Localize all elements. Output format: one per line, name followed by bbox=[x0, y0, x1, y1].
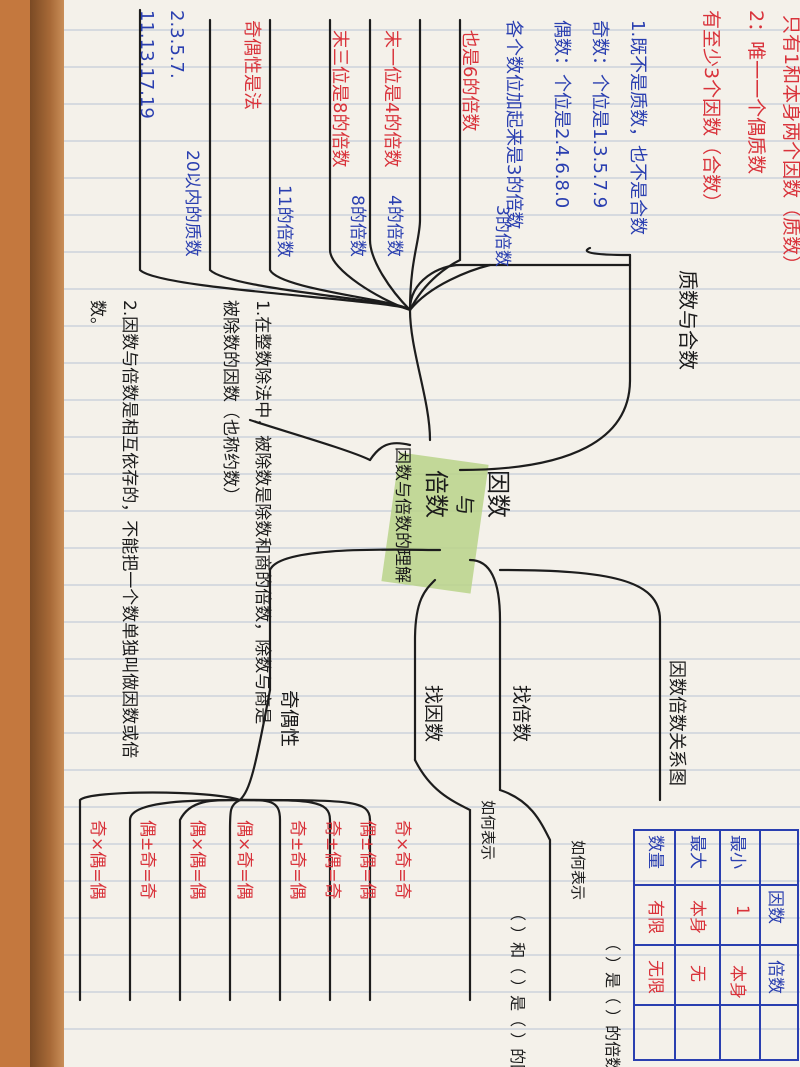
table-header-factor: 因数 bbox=[765, 890, 785, 924]
find-factors-how: 如何表示 bbox=[479, 800, 497, 861]
parity-rule-4: 奇±奇=偶 bbox=[287, 820, 307, 900]
primes-item-3: 有至少3个因数（合数） bbox=[700, 10, 722, 213]
table-row-max-label: 最大 bbox=[687, 835, 707, 869]
primes-item-5: 奇数：个位是1.3.5.7.9 bbox=[589, 20, 610, 209]
parity-rule-8: 奇×偶=偶 bbox=[87, 820, 107, 900]
primes-item-11: 奇偶性是法 bbox=[241, 20, 262, 110]
primes-item-6: 偶数：个位是2.4.6.8.0 bbox=[551, 20, 572, 209]
parity-rule-7: 偶±奇=奇 bbox=[137, 820, 157, 900]
tag-4-multiple: 4的倍数 bbox=[384, 195, 404, 257]
primes-item-10: 末三位是8的倍数 bbox=[329, 30, 350, 168]
find-multiples-label: 找倍数 bbox=[510, 685, 532, 743]
table-row-min-label: 最小 bbox=[727, 835, 747, 869]
notebook-binding bbox=[30, 0, 64, 1067]
find-multiples-how: 如何表示 bbox=[569, 840, 587, 901]
primes-branch-label: 质数与合数 bbox=[676, 270, 700, 370]
find-multiples-expression: （ ）是（ ）的倍数 bbox=[603, 935, 622, 1067]
table-row-max-factor: 本身 bbox=[687, 900, 707, 934]
primes-item-2: 2：唯一一个偶质数 bbox=[745, 10, 767, 175]
primes-item-12: 2.3.5.7. bbox=[166, 10, 187, 79]
understanding-label: 因数与倍数的理解 bbox=[392, 447, 412, 583]
tag-11-multiple: 11的倍数 bbox=[274, 185, 294, 258]
primes-item-7: 各个数位加起来是3的倍数 bbox=[503, 20, 524, 230]
primes-item-8: 也是6的倍数 bbox=[459, 30, 480, 132]
parity-rule-2: 偶±偶=偶 bbox=[357, 820, 377, 900]
relation-chart-label: 因数倍数关系图 bbox=[666, 660, 687, 786]
find-factors-expression: （ ）和（ ）是（ ）的因数 bbox=[508, 905, 527, 1067]
table-row-min-multiple: 本身 bbox=[727, 965, 747, 999]
primes-item-13: 11.13.17.19 bbox=[136, 10, 157, 119]
primes-item-4: 1.既不是质数，也不是合数 bbox=[627, 20, 648, 236]
parity-rule-3: 奇±偶=奇 bbox=[322, 820, 342, 900]
understanding-note-2: 2.因数与倍数是相互依存的，不能把一个数单独叫做因数或倍数。 bbox=[86, 300, 139, 759]
table-row-min-factor: 1 bbox=[732, 905, 752, 916]
mindmap-lines bbox=[64, 8, 800, 1061]
center-title-line3: 倍数 bbox=[422, 470, 450, 518]
tag-8-multiple: 8的倍数 bbox=[347, 195, 367, 257]
table-row-count-factor: 有限 bbox=[645, 900, 665, 934]
parity-label: 奇偶性 bbox=[278, 690, 300, 748]
center-title-line1: 因数 bbox=[484, 470, 512, 518]
center-title-line2: 与 bbox=[453, 495, 477, 515]
primes-item-9: 末一位是4的倍数 bbox=[381, 30, 402, 168]
table-row-count-label: 数量 bbox=[645, 835, 665, 869]
parity-rule-5: 偶×奇=偶 bbox=[234, 820, 254, 900]
notebook-page: 因数 与 倍数 质数与合数 只有1和本身两个因数（质数） 2：唯一一个偶质数 有… bbox=[30, 0, 800, 1067]
tag-3-multiple: 3的倍数 bbox=[492, 205, 512, 267]
table-header-multiple: 倍数 bbox=[765, 960, 785, 994]
tag-primes-under-20: 20以内的质数 bbox=[182, 150, 202, 257]
parity-rule-1: 奇×奇=奇 bbox=[392, 820, 412, 900]
parity-rule-6: 偶×偶=偶 bbox=[187, 820, 207, 900]
primes-item-1: 只有1和本身两个因数（质数） bbox=[780, 15, 800, 275]
find-factors-label: 找因数 bbox=[422, 685, 444, 743]
table-row-max-multiple: 无 bbox=[687, 965, 707, 982]
table-row-count-multiple: 无限 bbox=[645, 960, 665, 994]
understanding-note-1: 1.在整数除法中，被除数是除数和商的倍数，除数与商是被除数的因数（也称约数） bbox=[219, 300, 272, 725]
